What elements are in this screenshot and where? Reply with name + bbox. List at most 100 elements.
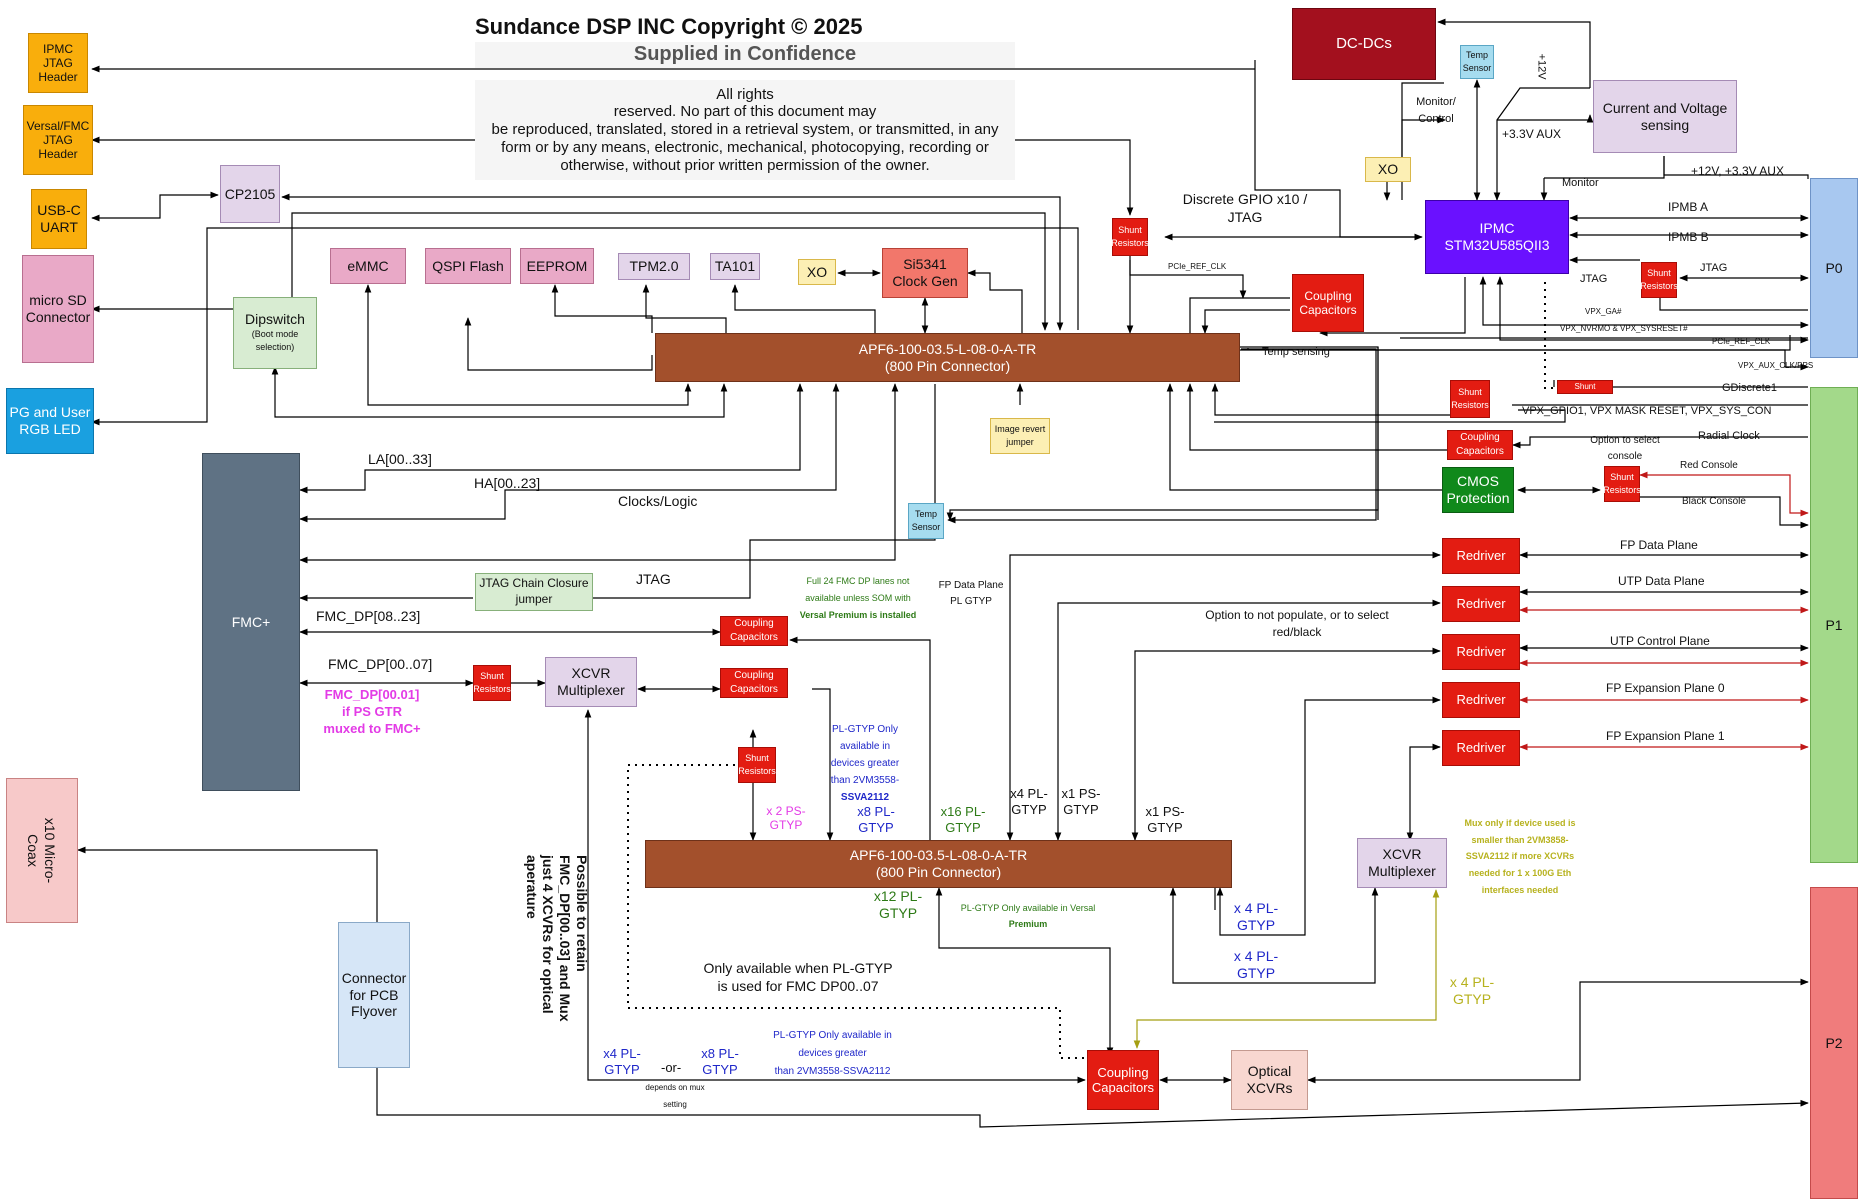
text: SSVA2112 if more XCVRs <box>1465 851 1575 862</box>
label: Coupling <box>1097 1064 1149 1080</box>
redriver: Redriver <box>1442 538 1520 574</box>
label: STM32U585QII3 <box>1444 237 1550 253</box>
label-jtag-fmc: JTAG <box>636 571 671 587</box>
label-depends-mux: depends on mux setting <box>640 1080 710 1114</box>
label: Dipswitch <box>245 311 305 328</box>
notice-line: form or by any means, electronic, mechan… <box>501 138 989 156</box>
label: Resistors <box>1111 238 1149 248</box>
shunt-resistors: Shunt Resistors <box>473 665 511 701</box>
fmc-plus: FMC+ <box>202 453 300 791</box>
text: PL-GTYP Only available in Versal <box>960 903 1096 913</box>
redriver: Redriver <box>1442 586 1520 622</box>
text: Premium <box>1008 919 1048 930</box>
label-possible-retain: Possible to retain FMC_DP[00..03] and Mu… <box>523 855 590 1045</box>
label: Shunt <box>1458 386 1482 397</box>
redriver: Redriver <box>1442 634 1520 670</box>
label: Connector <box>341 970 407 987</box>
label: jumper <box>515 592 553 606</box>
label-ha: HA[00..23] <box>474 475 541 491</box>
text: x1 PS- <box>1061 786 1101 801</box>
label-x12-pl: x12 PL- GTYP <box>868 888 928 922</box>
label-black-console: Black Console <box>1682 496 1746 507</box>
label-red-console: Red Console <box>1680 460 1738 471</box>
label-vpx-nvrmo: VPX_NVRMO & VPX_SYSRESET# <box>1560 324 1688 333</box>
text: x12 PL- <box>873 888 923 904</box>
label-monitor-control: Monitor/ Control <box>1404 94 1468 128</box>
text: PL-GTYP Only <box>832 724 898 735</box>
text: x1 PS- <box>1145 804 1185 819</box>
p1-connector: P1 <box>1810 387 1858 863</box>
label-x1-ps: x1 PS- GTYP <box>1140 804 1190 835</box>
text: x 2 PS- <box>766 804 806 818</box>
label: Si5341 <box>903 256 947 273</box>
p2-connector: P2 <box>1810 887 1858 1199</box>
label-plgtyp-note: PL-GTYP Only available in devices greate… <box>822 721 908 806</box>
coupling-capacitors: Coupling Capacitors <box>1087 1050 1159 1110</box>
text: needed for 1 x 100G Eth <box>1468 867 1572 878</box>
shunt-resistors: Shunt Resistors <box>1111 218 1149 256</box>
current-voltage-sensing: Current and Voltage sensing <box>1593 80 1737 153</box>
shunt-resistors: Shunt Resistors <box>1603 466 1641 502</box>
text: setting <box>663 1099 687 1109</box>
connector-bottom: APF6-100-03.5-L-08-0-A-TR (800 Pin Conne… <box>645 840 1232 888</box>
label: Shunt <box>1610 471 1634 482</box>
label: Protection <box>1446 490 1510 506</box>
label-option-populate: Option to not populate, or to select red… <box>1192 607 1402 641</box>
label: micro SD <box>29 292 87 309</box>
text: GTYP <box>1063 801 1099 817</box>
label: Shunt <box>480 670 504 681</box>
text: GTYP <box>1452 990 1492 1007</box>
label: Capacitors <box>1456 446 1504 457</box>
coupling-capacitors: Coupling Capacitors <box>720 668 788 698</box>
label: Shunt <box>1574 382 1596 391</box>
label: Temp <box>1465 49 1488 60</box>
label-ipmb-b: IPMB B <box>1668 230 1709 244</box>
qspi-flash: QSPI Flash <box>425 248 511 284</box>
coupling-capacitors: Coupling Capacitors <box>1292 274 1364 332</box>
subtitle: Supplied in Confidence <box>475 42 1015 68</box>
text: console <box>1607 450 1643 462</box>
coupling-capacitors: Coupling Capacitors <box>1447 430 1513 460</box>
label: CMOS <box>1457 473 1499 490</box>
text: x8 PL- <box>701 1046 739 1061</box>
text: than 2VM3558-SSVA2112 <box>774 1066 891 1077</box>
label-gdiscrete: GDiscrete1 <box>1722 382 1778 394</box>
title: Sundance DSP INC Copyright © 2025 <box>475 14 863 39</box>
text: SSVA2112 <box>840 792 890 803</box>
label: Multiplexer <box>1368 863 1436 879</box>
label: Temp <box>914 508 937 519</box>
text: GTYP <box>1011 801 1047 817</box>
label: RGB LED <box>19 421 81 437</box>
cmos-protection: CMOS Protection <box>1442 467 1514 513</box>
text: GTYP <box>878 904 918 921</box>
text: GTYP <box>1236 964 1276 981</box>
pcb-flyover-connector: Connector for PCB Flyover <box>338 922 410 1068</box>
label: Multiplexer <box>557 682 625 698</box>
text: FMC_DP[00.01] <box>324 687 420 702</box>
usbc-uart: USB-C UART <box>31 189 87 249</box>
label: Sensor <box>911 522 941 532</box>
text: GTYP <box>604 1061 640 1077</box>
label-fp-exp1: FP Expansion Plane 1 <box>1606 729 1725 743</box>
label-x4pl: x 4 PL- GTYP <box>1444 974 1500 1008</box>
text: aperature <box>523 855 540 919</box>
label: APF6-100-03.5-L-08-0-A-TR <box>849 847 1028 864</box>
xcvr-multiplexer: XCVR Multiplexer <box>545 657 637 707</box>
label: Sensor <box>1462 63 1492 73</box>
label-radial-clock: Radial Clock <box>1698 430 1760 442</box>
text: interfaces needed <box>1481 884 1559 895</box>
label: Shunt <box>1118 224 1142 235</box>
label: Coupling <box>1460 431 1500 443</box>
label-pcie-ref-clk: PCIe_REF_CLK <box>1168 262 1227 271</box>
image-revert-jumper: Image revert jumper <box>990 418 1050 454</box>
connector-top: APF6-100-03.5-L-08-0-A-TR (800 Pin Conne… <box>655 333 1240 382</box>
label-fmc-dp0007: FMC_DP[00..07] <box>328 656 433 672</box>
label-monitor: Monitor <box>1562 177 1599 189</box>
text: Only available when PL-GTYP <box>703 960 893 976</box>
text: muxed to FMC+ <box>323 720 421 736</box>
tpm2: TPM2.0 <box>618 253 690 280</box>
shunt-resistors: Shunt Resistors <box>1450 380 1490 418</box>
label: Header <box>38 147 78 162</box>
label-jtag: JTAG <box>1700 262 1728 274</box>
label: Capacitors <box>1299 303 1357 317</box>
